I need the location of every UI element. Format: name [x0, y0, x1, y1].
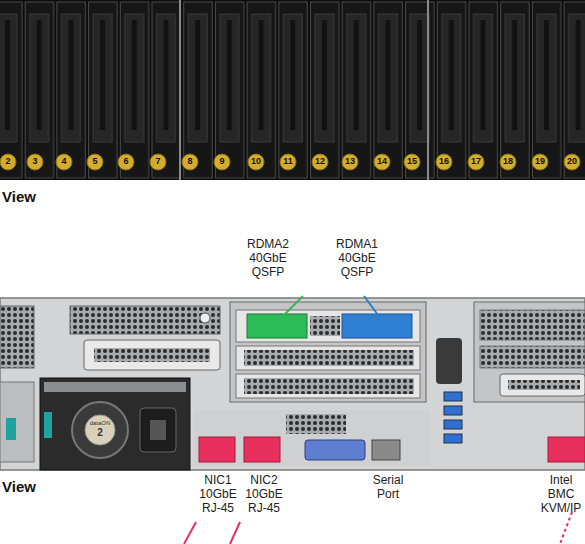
port-label: NIC1 10GbE RJ-45 [193, 474, 243, 515]
usb-port [444, 406, 462, 415]
callout-number: 10 [246, 156, 266, 166]
port-label: NIC2 10GbE RJ-45 [239, 474, 289, 515]
callout-number: 12 [310, 156, 330, 166]
id-led-panel [436, 338, 462, 384]
callout-number: 4 [54, 156, 74, 166]
rear-panel [0, 296, 585, 544]
vent-grille [70, 306, 220, 334]
psu-fan [72, 402, 128, 458]
callout-number: 3 [25, 156, 45, 166]
card-bracket [500, 374, 585, 396]
rdma1-port [342, 314, 412, 338]
port-label: Serial Port [365, 474, 411, 502]
vent-grille [0, 306, 34, 368]
callout-number: 15 [402, 156, 422, 166]
psu-slot [0, 382, 34, 462]
view-title: View [2, 478, 82, 495]
psu-latch [44, 412, 52, 438]
leader-line [284, 296, 303, 315]
vent-grille [244, 350, 414, 366]
callout-number: 8 [180, 156, 200, 166]
psu-handle [44, 382, 186, 392]
callout-number: 13 [340, 156, 360, 166]
port-label: RDMA1 40GbE QSFP [326, 238, 388, 279]
vent-grille [94, 348, 210, 362]
usb-port [444, 434, 462, 443]
pcie-bracket [236, 310, 420, 342]
bay-divider [179, 0, 181, 180]
psu-number: 2 [90, 427, 110, 439]
pcie-riser [230, 302, 426, 402]
callout-number: 9 [212, 156, 232, 166]
callout-number: 5 [85, 156, 105, 166]
callout-number: 2 [0, 156, 18, 166]
pcie-bracket [236, 374, 420, 398]
callout-number: 20 [562, 156, 582, 166]
usb-port [444, 392, 462, 401]
vent-grille [480, 310, 585, 340]
leader-line [560, 512, 572, 544]
usb-port [444, 420, 462, 429]
front-panel [0, 0, 585, 180]
bay-divider [427, 0, 429, 180]
chassis-front [0, 0, 585, 180]
bmc-port [548, 437, 585, 462]
callout-number: 17 [466, 156, 486, 166]
callout-number: 14 [372, 156, 392, 166]
vent-grille [480, 346, 585, 368]
brand-logo: dataON [85, 420, 115, 427]
power-supply [40, 378, 190, 470]
thumbscrew [200, 313, 210, 323]
psu-latch [6, 418, 16, 440]
vent-grille [508, 380, 580, 390]
callout-number: 19 [530, 156, 550, 166]
callout-number: 16 [434, 156, 454, 166]
vent-grille [286, 414, 346, 434]
io-plate [194, 410, 430, 466]
leader-line [184, 522, 196, 544]
power-inlet [140, 408, 176, 452]
callout-number: 6 [116, 156, 136, 166]
nic1-port [199, 437, 235, 462]
power-inlet [150, 420, 166, 440]
nic2-port [244, 437, 280, 462]
leader-line [364, 296, 378, 315]
pcie-bracket [236, 346, 420, 370]
serial-port [372, 440, 400, 460]
drive-bays [0, 0, 585, 180]
callout-number: 7 [148, 156, 168, 166]
chassis-rear [0, 298, 585, 470]
port-label: Intel BMC KVM/IP [538, 474, 584, 515]
vent-grille [310, 316, 340, 336]
pcie-riser [474, 302, 585, 402]
vga-port [305, 440, 365, 460]
card-bracket [84, 340, 220, 370]
callout-circles [0, 154, 580, 170]
psu-badge [85, 415, 115, 445]
leader-line [230, 522, 240, 544]
rdma2-port [247, 314, 307, 338]
vent-grille [244, 378, 414, 394]
callout-number: 18 [498, 156, 518, 166]
callout-number: 11 [278, 156, 298, 166]
port-label: RDMA2 40GbE QSFP [237, 238, 299, 279]
view-title: View [2, 188, 82, 205]
